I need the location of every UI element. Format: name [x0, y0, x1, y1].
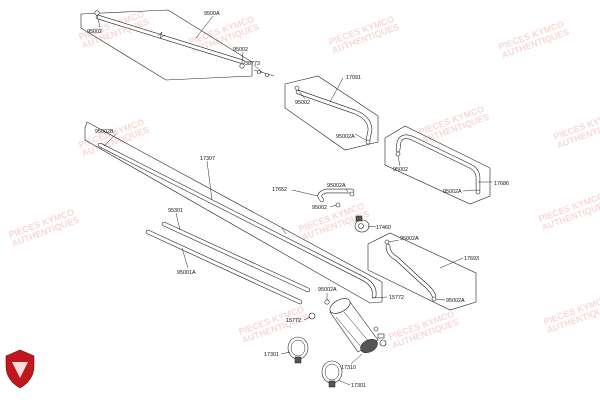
clamp-icon: [239, 63, 245, 69]
group-box-17091: [284, 75, 379, 151]
part-label: 95002: [393, 167, 408, 173]
hose-17307: [97, 142, 377, 299]
hose-95001A: [145, 229, 303, 305]
leader-lines: [96, 14, 492, 386]
part-label: 15772: [389, 295, 404, 301]
part-label: 38773: [245, 61, 260, 67]
part-label: 95001A: [177, 270, 196, 276]
part-label: 95002: [312, 205, 327, 211]
part-label: 15772: [286, 318, 301, 324]
part-label: 17091: [346, 75, 361, 81]
clamp-icon: [395, 151, 401, 157]
clamp-icon: [335, 202, 341, 208]
bracket-17301-a: [287, 336, 309, 364]
group-box-17307: [84, 121, 383, 304]
part-label: 17310: [341, 365, 356, 371]
clamp-icon: [294, 85, 300, 91]
part-label: 17301: [264, 352, 279, 358]
part-label: 17693: [464, 256, 479, 262]
part-label: 17307: [200, 156, 215, 162]
part-label: 17652: [272, 187, 287, 193]
group-box-17693: [367, 232, 477, 311]
clamp-icon: [431, 296, 437, 302]
part-label: 95002A: [400, 236, 419, 242]
part-label: 95301: [168, 208, 183, 214]
part-label: 95002: [233, 47, 248, 53]
clamp-icon: [94, 10, 100, 16]
part-label: 9500A: [204, 11, 220, 17]
hose-17652: [317, 188, 355, 208]
hose-17091: [294, 85, 373, 145]
clamp-15772: [308, 299, 330, 320]
group-box-top-hose: [80, 9, 253, 81]
hose-17693: [384, 239, 437, 302]
part-label: 95002A: [318, 287, 337, 293]
valve-17460: [354, 215, 370, 233]
part-label: 95002A: [327, 183, 346, 189]
clamp-icon: [308, 312, 316, 320]
clamp-icon: [475, 189, 481, 195]
group-box-17686: [384, 125, 491, 205]
canister-17310: [329, 298, 387, 354]
part-label: 95002A: [336, 134, 355, 140]
clamp-icon: [324, 299, 330, 305]
part-label: 95002A: [443, 189, 462, 195]
hose-17686: [395, 134, 481, 195]
part-label: 17686: [494, 181, 509, 187]
part-label: 17301: [351, 383, 366, 389]
clamp-icon: [365, 139, 371, 145]
part-label: 95002: [87, 29, 102, 35]
clamp-icon: [349, 191, 355, 197]
part-label: 95002A: [446, 298, 465, 304]
connector-38773: [253, 69, 275, 77]
hose-9500A: [94, 10, 246, 69]
hose-95301: [161, 221, 311, 293]
part-label: 95002: [295, 100, 310, 106]
part-label: 95002B: [95, 129, 114, 135]
part-label: 17460: [376, 225, 391, 231]
clamp-icon: [384, 239, 390, 245]
bracket-17301-b: [321, 360, 343, 388]
kymco-shield-icon: [5, 349, 35, 389]
